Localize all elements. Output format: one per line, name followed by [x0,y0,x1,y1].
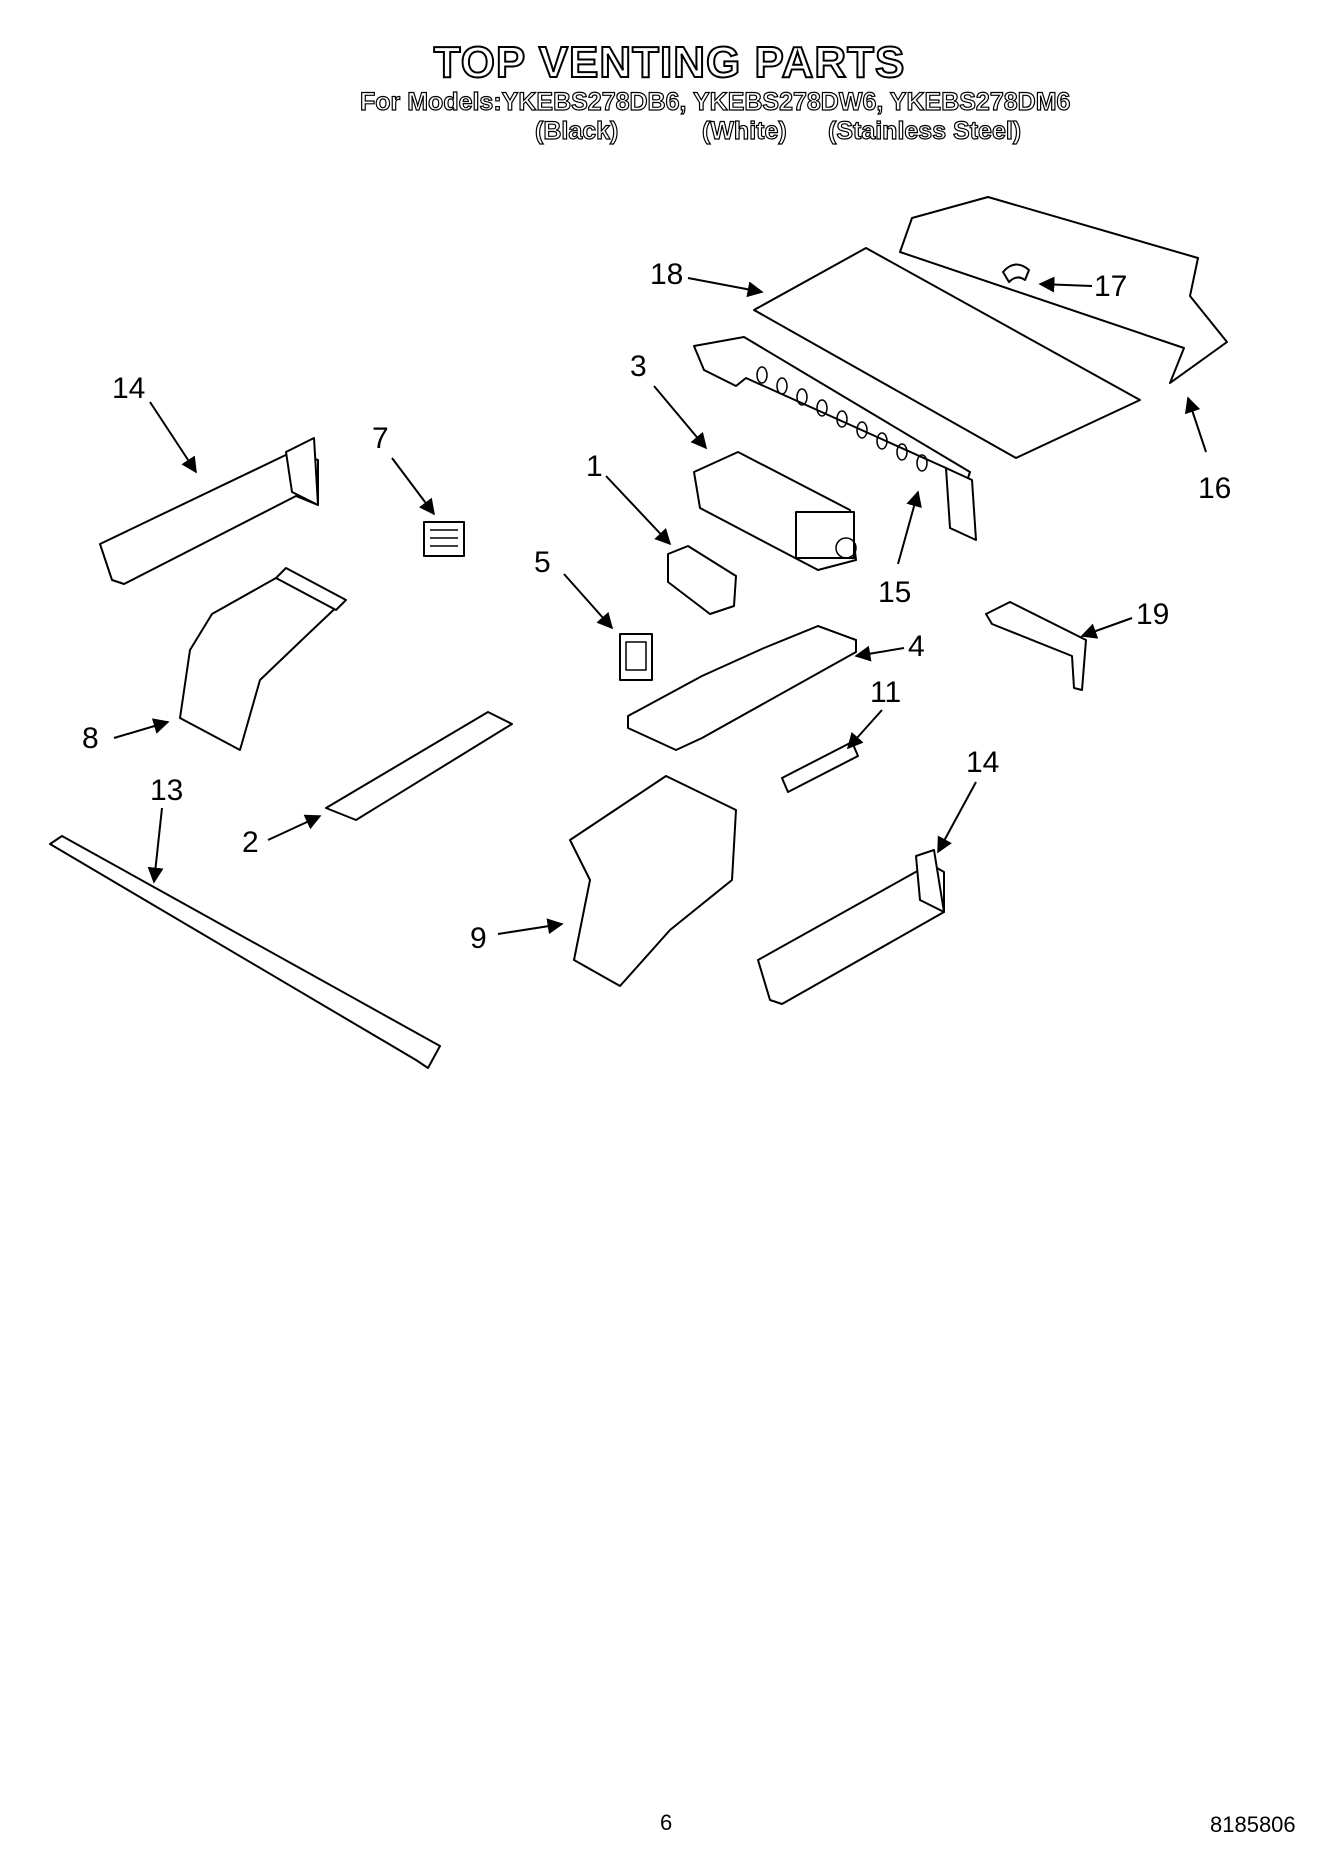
leader-4 [854,645,905,662]
callout-18: 18 [650,258,683,291]
leader-8 [113,718,170,739]
leader-14-left [149,401,197,474]
callout-7: 7 [372,422,389,455]
callout-19: 19 [1136,598,1169,631]
leader-3 [653,385,708,450]
leader-5 [563,573,614,630]
part-14-side-bracket-left [99,437,319,585]
part-4-mounting-plate [627,625,857,751]
part-15-vent-bracket [693,336,977,541]
leader-16 [1184,396,1207,453]
page-title: TOP VENTING PARTS [433,37,906,88]
part-1-block [667,545,737,615]
callout-8: 8 [82,722,99,755]
leader-11 [846,709,883,750]
part-18-vent-cover [753,247,1141,459]
leader-1 [605,475,672,546]
callout-17: 17 [1094,270,1127,303]
callout-15: 15 [878,576,911,609]
leader-17 [1038,276,1093,293]
models-line: For Models:YKEBS278DB6, YKEBS278DW6, YKE… [359,87,1071,116]
part-7-transformer [423,521,465,557]
callout-16: 16 [1198,472,1231,505]
leader-19 [1080,617,1133,639]
callout-9: 9 [470,922,487,955]
leader-2 [267,814,322,841]
leader-15 [897,490,922,565]
part-9-shield [569,775,737,987]
callout-13: 13 [150,774,183,807]
callout-14-left: 14 [112,372,145,405]
part-13-long-rail [49,835,441,1069]
part-8-duct [179,567,347,751]
callout-3: 3 [630,350,647,383]
callout-11: 11 [870,676,901,709]
part-11-terminal-block [781,741,859,793]
leader-7 [391,457,435,516]
leader-18 [687,277,764,298]
part-2-channel [325,711,513,821]
document-number: 8185806 [1210,1812,1296,1837]
variant-black: (Black) [534,116,619,145]
leader-14-right [937,781,977,854]
part-16-top-panel [899,196,1228,384]
part-19-bracket [985,601,1087,691]
callout-14-right: 14 [966,746,999,779]
variant-white: (White) [701,116,787,145]
leader-13 [147,807,164,884]
part-14-side-bracket-right [757,849,945,1005]
callout-2: 2 [242,826,259,859]
callout-1: 1 [586,450,603,483]
variant-stainless: (Stainless Steel) [827,116,1022,145]
callout-4: 4 [908,630,925,663]
part-3-blower-assembly [693,451,857,571]
page-number: 6 [660,1810,673,1835]
callout-5: 5 [534,546,551,579]
part-5-switch [619,633,653,681]
leader-9 [497,918,564,935]
part-17-clip [1002,263,1030,283]
